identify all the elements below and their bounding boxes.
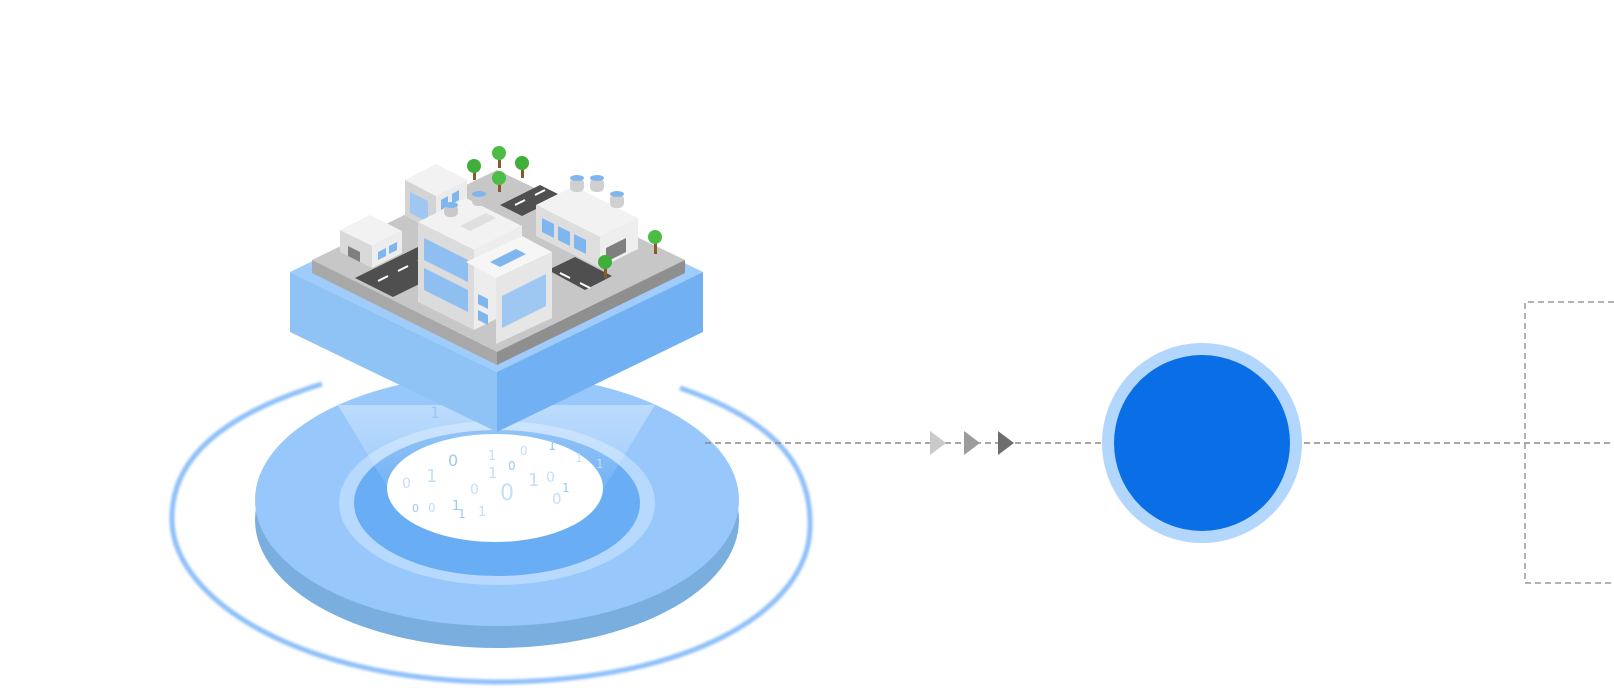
- arrow-3: [998, 431, 1014, 455]
- ground-right-side: [497, 260, 685, 365]
- node-core: [1114, 355, 1290, 531]
- binary-digit: 0: [552, 490, 562, 508]
- road-right: [548, 257, 612, 290]
- binary-digit: 1: [478, 505, 486, 520]
- binary-digit: 1: [596, 457, 604, 471]
- binary-digit: 1: [452, 499, 460, 514]
- blue-circle-node-icon: [1102, 343, 1302, 543]
- triple-arrow-icon: [930, 431, 1014, 455]
- binary-digit: 0: [500, 481, 514, 506]
- binary-digit: 1: [548, 439, 556, 454]
- ground-left-side: [312, 260, 497, 365]
- binary-digit: 1: [488, 464, 498, 482]
- binary-digit: 0: [402, 476, 411, 492]
- binary-digit: 0: [470, 482, 479, 498]
- binary-digit: 1: [562, 481, 570, 495]
- binary-digit: 1: [426, 466, 437, 487]
- binary-digit: 0: [520, 444, 528, 458]
- binary-digit: 1: [430, 403, 440, 422]
- binary-digit: 0: [412, 502, 419, 515]
- light-beam: [338, 405, 655, 495]
- isometric-city-block-icon: [290, 146, 703, 432]
- trees: [467, 146, 662, 278]
- arrow-1: [930, 431, 946, 455]
- block-right-face: [497, 272, 703, 432]
- arrow-2: [964, 431, 980, 455]
- block-left-face: [290, 272, 497, 432]
- binary-digit: 1: [458, 507, 466, 521]
- dashed-box-icon: [1524, 301, 1614, 584]
- road-markings: [377, 189, 591, 289]
- outer-ring-left-arc: [169, 381, 813, 685]
- binary-digit: 0: [428, 501, 436, 515]
- binary-digit: 0: [508, 459, 516, 473]
- binary-digit: 1: [575, 451, 583, 465]
- building-small-left: [340, 215, 402, 268]
- building-main-front: [418, 191, 552, 344]
- binary-digit: 0: [448, 451, 458, 470]
- road-back: [500, 185, 562, 216]
- binary-digit: 1: [528, 470, 539, 491]
- binary-digit: 0: [546, 470, 555, 486]
- building-right: [536, 175, 638, 268]
- binary-digit: 1: [488, 449, 496, 464]
